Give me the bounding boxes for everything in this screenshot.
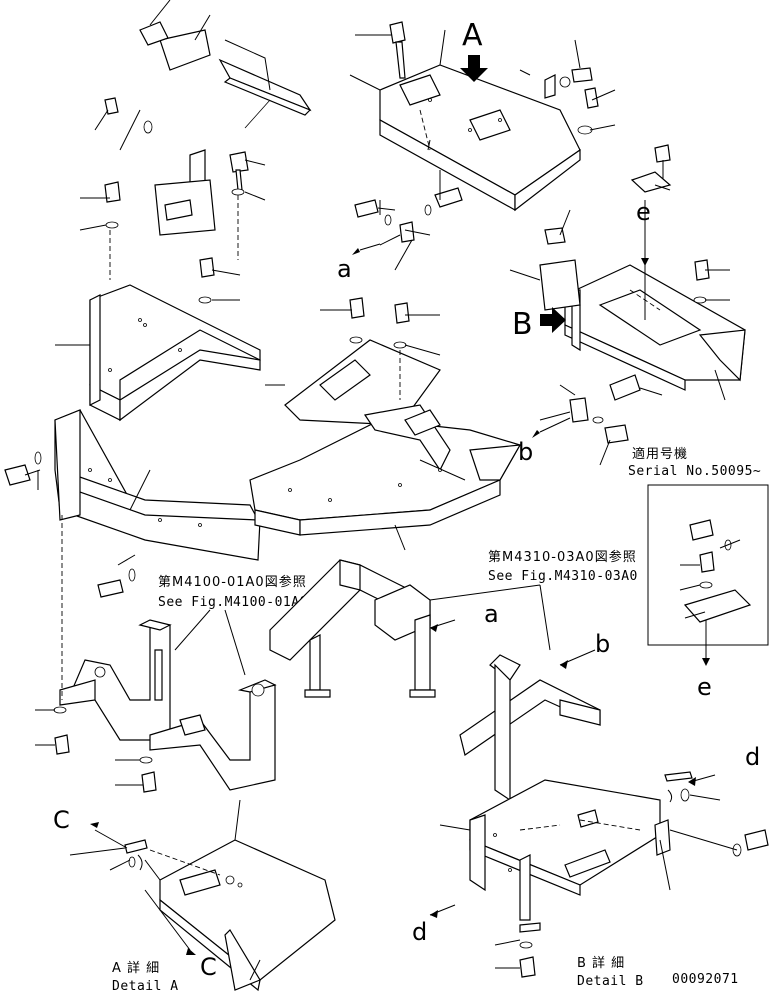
serial-detail-parts [679, 519, 752, 666]
bolt-group-top [355, 21, 616, 135]
fig-ref-m4310-en: See Fig.M4310-03A0 [488, 569, 638, 584]
fig-ref-m4100-en: See Fig.M4100-01A0 [158, 595, 308, 610]
main-frame [54, 404, 522, 561]
bolt-group-b [532, 374, 663, 466]
left-bolt [4, 451, 42, 490]
callout-b-bottom: b [595, 630, 610, 658]
long-rail [218, 39, 312, 129]
top-cover-plate [349, 29, 581, 212]
callout-b-top: b [518, 438, 533, 466]
callout-c-top: C [53, 806, 70, 834]
callout-letter-b: B [512, 307, 533, 342]
serial-note-en: Serial No.50095~ [628, 464, 761, 479]
callout-d-left: d [412, 918, 427, 946]
callout-letter-a: A [462, 18, 483, 53]
detail-b-assembly [439, 779, 671, 921]
detail-a-arrow [460, 55, 488, 82]
callout-e-bottom: e [697, 673, 712, 701]
callout-e-top: e [636, 198, 651, 226]
detail-b-arrow [540, 307, 566, 333]
serial-detail-box [647, 484, 769, 646]
callout-a-bottom: a [484, 600, 499, 628]
serial-note-jp: 適用号機 [632, 446, 688, 462]
callout-c-bottom: C [200, 953, 217, 981]
detail-b-title-jp: B 詳 細 [577, 955, 625, 971]
top-left-bracket [139, 0, 211, 71]
detail-a-assembly [69, 799, 336, 992]
callout-a-top: a [337, 255, 352, 283]
center-plate [265, 297, 441, 426]
detail-a-title-jp: A 詳 細 [112, 960, 160, 976]
left-stand-a [59, 619, 172, 741]
left-stand-b [149, 679, 277, 791]
left-frame-platform [55, 284, 261, 422]
fig-ref-m4100-jp: 第M4100-01A0図参照 [158, 574, 307, 590]
bolt-lower-left-2 [35, 515, 157, 793]
bolt-group-a [352, 170, 463, 271]
e-arrow-top [641, 200, 649, 266]
right-frame-b [509, 144, 746, 401]
fig-ref-m4310-jp: 第M4310-03A0図参照 [488, 549, 637, 565]
callout-d-right: d [745, 743, 760, 771]
right-stand-b [459, 649, 601, 802]
left-bracket-assembly [79, 97, 266, 304]
center-stand-a [269, 559, 456, 698]
detail-b-hardware [429, 771, 769, 978]
drawing-number: 00092071 [672, 972, 739, 987]
detail-a-title-en: Detail A [112, 979, 179, 994]
bolt-lower-left-1 [97, 554, 136, 598]
detail-b-title-en: Detail B [577, 974, 644, 989]
